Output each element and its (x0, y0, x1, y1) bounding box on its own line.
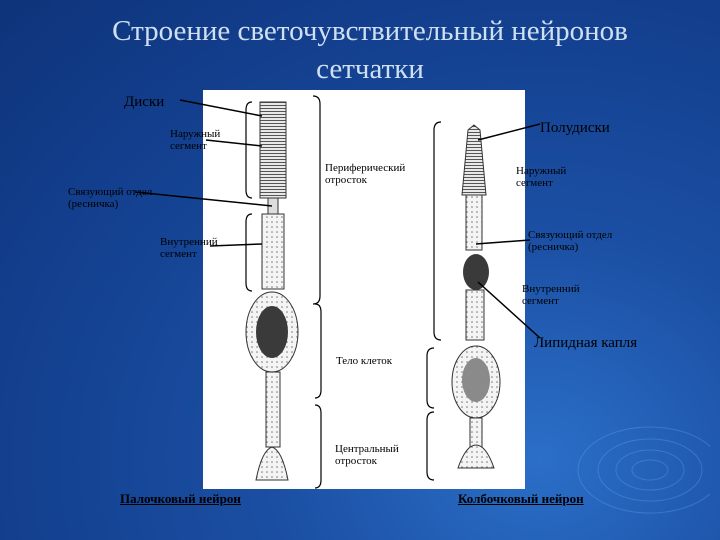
caption-rod-neuron: Палочковый нейрон (120, 491, 241, 506)
ripple-decoration (577, 426, 710, 514)
label-central-process: Центральный отросток (335, 443, 399, 467)
rod-neuron-drawing (245, 101, 299, 481)
title-line-1: Строение светочувствительный нейронов (112, 15, 628, 47)
title-line-2: сетчатки (316, 53, 424, 85)
rod-brackets (245, 95, 322, 489)
label-disks: Диски (124, 94, 165, 110)
label-inner-segment-rod: Внутренний сегмент (160, 236, 218, 260)
cone-brackets (426, 121, 442, 481)
label-semidisks: Полудиски (540, 120, 610, 136)
label-lipid-drop: Липидная капля (534, 335, 638, 351)
page-title: Строение светочувствительный нейронов се… (60, 12, 680, 88)
label-outer-segment-rod: Наружный сегмент (170, 128, 221, 152)
label-connecting-rod: Связующий отдел (ресничка) (68, 186, 153, 210)
label-connecting-cone: Связующий отдел (ресничка) (528, 229, 613, 253)
label-cell-body: Тело клеток (336, 355, 393, 367)
label-inner-segment-cone: Внутренний сегмент (522, 283, 580, 307)
pointer-lines (134, 99, 541, 339)
caption-cone-neuron: Колбочковый нейрон (458, 491, 584, 506)
label-outer-segment-cone: Наружный сегмент (516, 165, 567, 189)
label-peripheral-process: Периферический отросток (325, 162, 406, 186)
cone-neuron-drawing (451, 124, 501, 469)
